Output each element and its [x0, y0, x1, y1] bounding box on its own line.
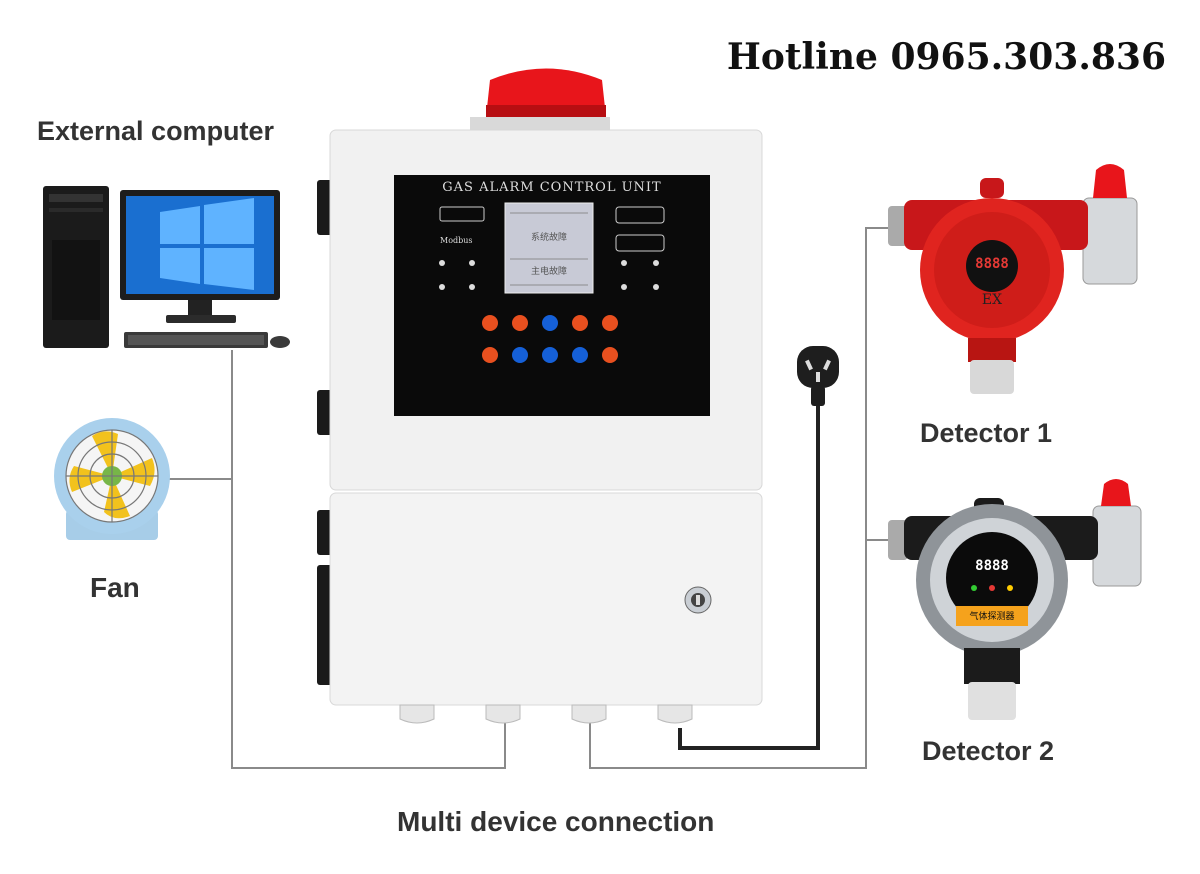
detector-1-display: 8888	[975, 256, 1009, 272]
modbus-label: Modbus	[440, 236, 473, 245]
detector-1-label: Detector 1	[920, 418, 1053, 448]
key-lock-icon	[684, 586, 712, 614]
detector-1-icon	[888, 164, 1138, 394]
fan-label: Fan	[90, 572, 140, 603]
power-cable	[678, 402, 820, 750]
detector-2-label: Detector 2	[922, 736, 1055, 766]
detector-cable	[589, 227, 893, 769]
desktop-computer-icon	[43, 186, 290, 348]
power-plug-icon	[797, 346, 839, 406]
hotline-text: Hotline 0965.303.836	[726, 36, 1166, 78]
screen-line-1: 系统故障	[530, 232, 567, 242]
detector-2-tag: 气体探测器	[969, 611, 1015, 621]
panel-title: GAS ALARM CONTROL UNIT	[442, 180, 662, 195]
detector-2-display: 8888	[975, 558, 1009, 574]
multi-device-label: Multi device connection	[397, 806, 715, 837]
detector-1-marking: EX	[981, 292, 1003, 308]
screen-line-2: 主电故障	[530, 266, 567, 276]
fan-icon	[54, 418, 170, 540]
computer-cable	[231, 350, 506, 769]
external-computer-label: External computer	[37, 116, 275, 146]
gas-alarm-control-unit	[317, 68, 763, 724]
detector-2-icon	[888, 479, 1142, 720]
alarm-beacon-icon	[470, 68, 610, 133]
